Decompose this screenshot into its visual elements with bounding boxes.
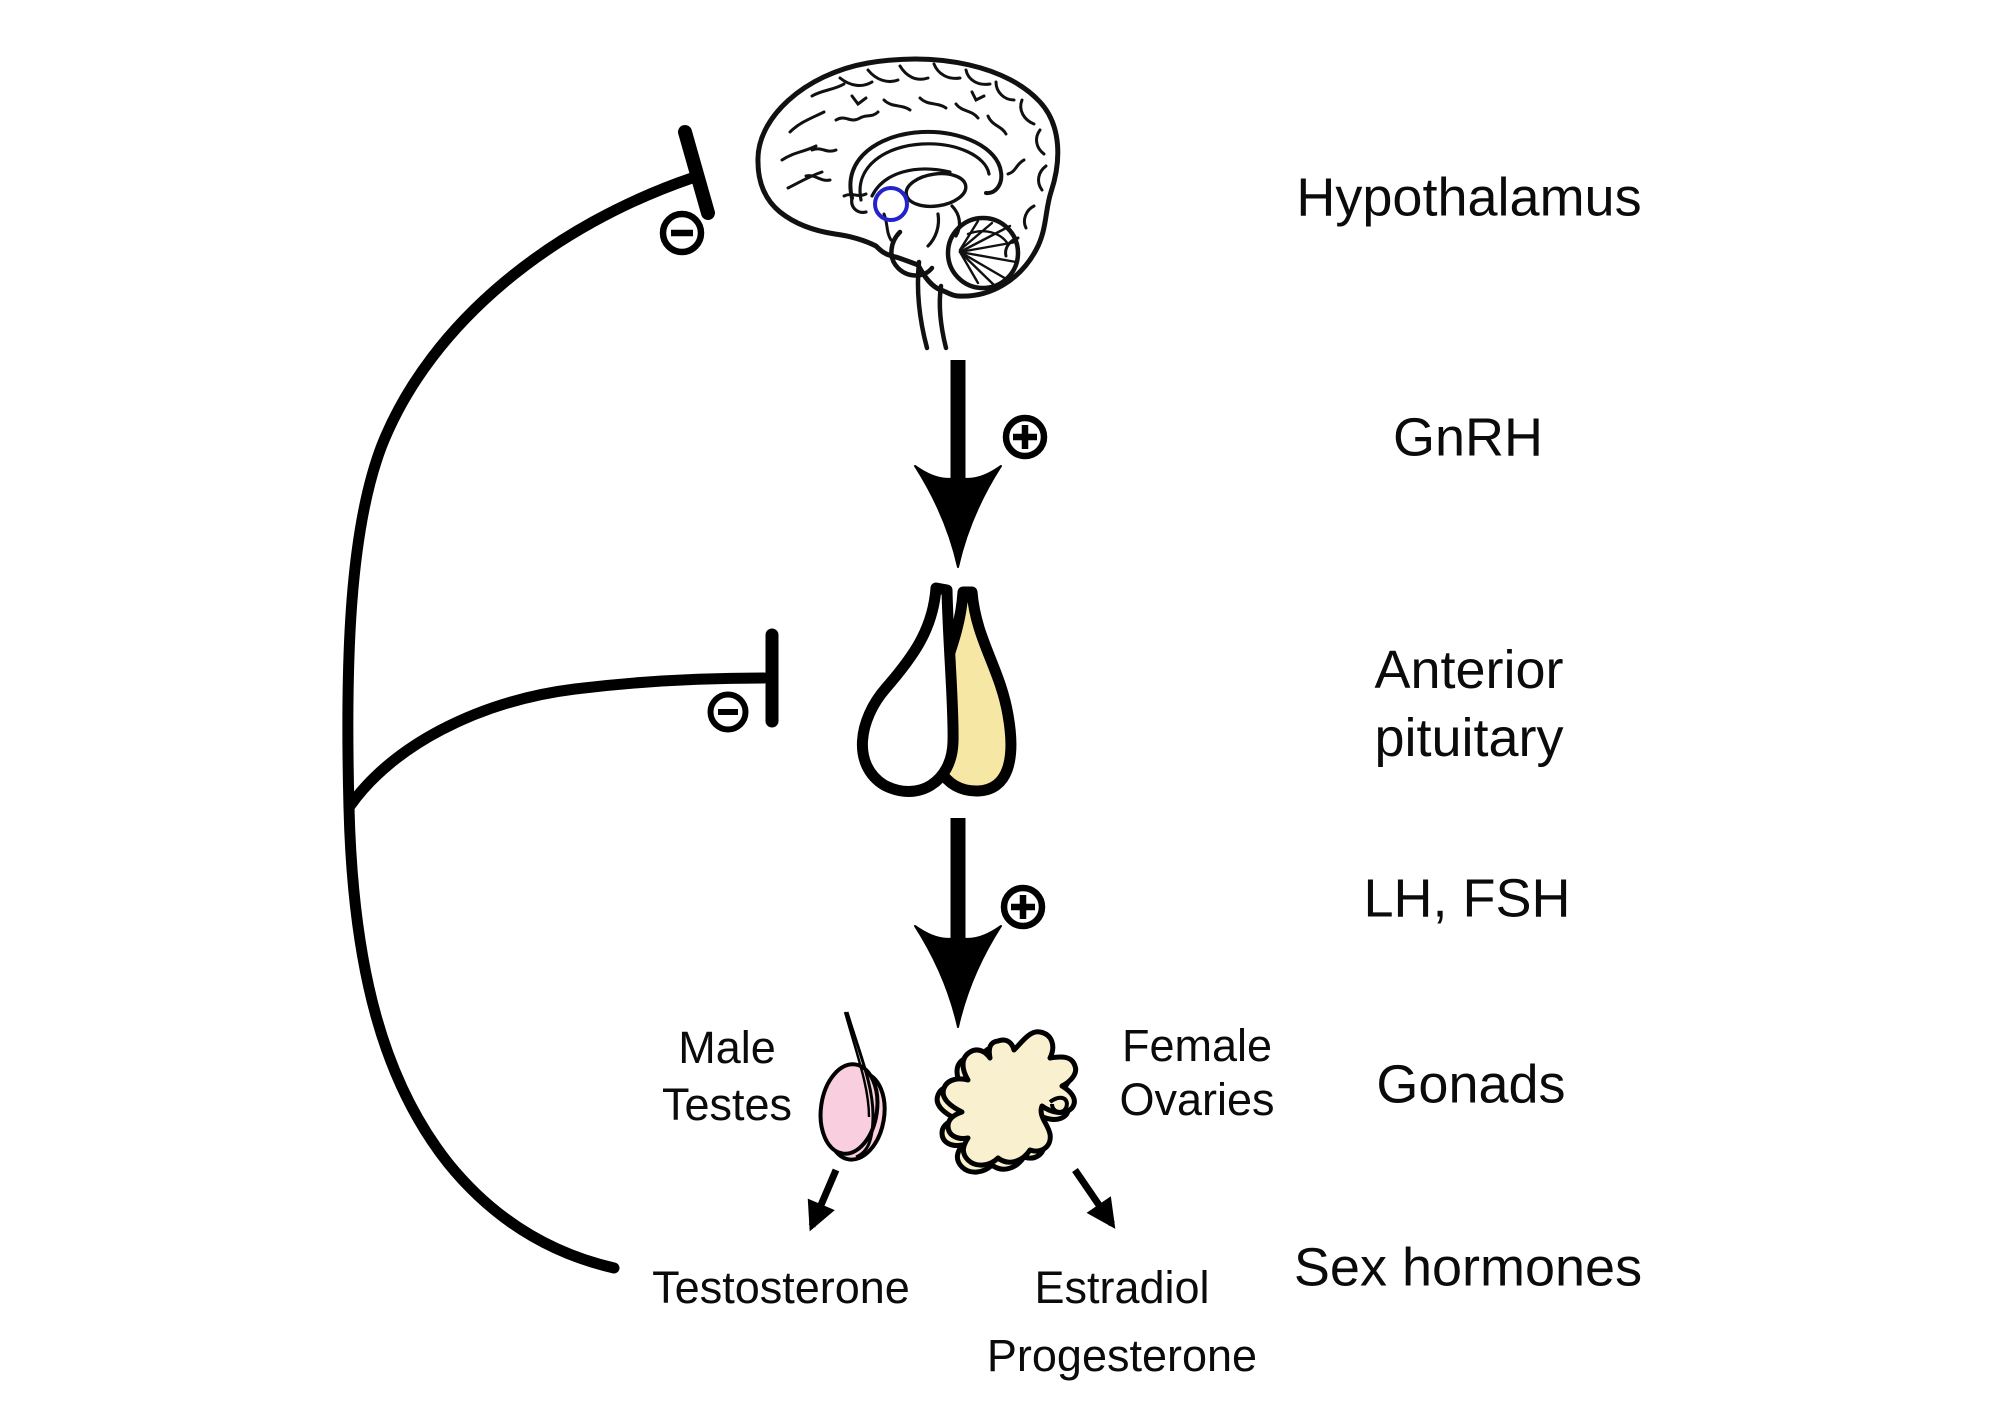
gonads-label: Gonads: [1376, 1054, 1566, 1115]
feedback-curve-to-pituitary: [344, 672, 770, 812]
testosterone-label: Testosterone: [652, 1262, 910, 1313]
lh-fsh-label: LH, FSH: [1363, 868, 1571, 929]
brain-illustration: [755, 56, 1061, 351]
male-testes-label: Male Testes: [661, 1022, 793, 1130]
down-arrow-icon: [914, 818, 1002, 1028]
plus-circle-icon: [1000, 884, 1046, 930]
anterior-lobe-shape: [857, 582, 959, 797]
gyri-lines: [780, 62, 1048, 258]
cerebellum-fan-lines: [958, 219, 1018, 287]
pituitary-illustration: [857, 582, 1017, 797]
epididymis-line: [845, 1011, 875, 1159]
gnrh-label: GnRH: [1392, 407, 1544, 468]
testosterone-arrow: [807, 1168, 840, 1232]
anterior-pituitary-label: Anterior pituitary: [1374, 640, 1564, 768]
down-arrow-icon: [914, 360, 1002, 568]
minus-circle-icon: [707, 691, 749, 733]
testis-illustration: [818, 1011, 887, 1162]
ovary-illustration: [934, 1029, 1079, 1175]
female-ovaries-label: Female Ovaries: [1119, 1020, 1275, 1125]
hypothalamus-marker-circle: [873, 186, 909, 222]
negative-feedback-paths: [342, 125, 779, 1274]
sex-hormones-label: Sex hormones: [1293, 1237, 1643, 1298]
estradiol-arrow: [1072, 1168, 1116, 1229]
t-bar-icon: [678, 125, 715, 220]
feedback-curve-to-hypothalamus: [342, 172, 698, 1274]
minus-circle-icon: [659, 210, 705, 256]
plus-circle-icon: [1002, 414, 1048, 460]
estradiol-progesterone-label: Estradiol Progesterone: [986, 1262, 1258, 1381]
hypothalamus-label: Hypothalamus: [1296, 167, 1642, 228]
